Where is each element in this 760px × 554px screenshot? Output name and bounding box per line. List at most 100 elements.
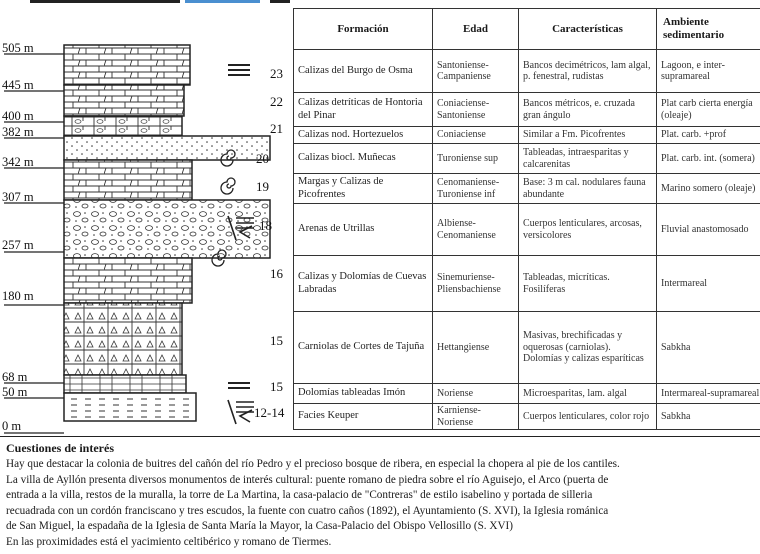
header-ambiente: Ambiente sedimentario [657, 9, 760, 50]
interest-section: Cuestiones de interés Hay que destacar l… [0, 436, 760, 554]
table-row: Facies Keuper Karniense- Noriense Cuerpo… [294, 404, 760, 430]
table-header-row: Formación Edad Características Ambiente … [294, 9, 760, 50]
table-row: Calizas nod. Hortezuelos Coniaciense Sim… [294, 127, 760, 144]
header-formacion: Formación [294, 9, 433, 50]
altitude-label: 445 m [2, 78, 34, 92]
layer-19 [64, 160, 192, 200]
cell-ambiente: Plat. carb. +prof [657, 127, 760, 144]
layer-21 [64, 116, 182, 136]
layer-16 [64, 258, 192, 303]
cell-ambiente: Marino somero (oleaje) [657, 174, 760, 204]
interest-line: de San Miguel, la espadaña de la Iglesia… [6, 519, 758, 535]
layer-number: 19 [256, 179, 269, 194]
layer-number: 18 [259, 218, 272, 233]
cell-caracteristicas: Similar a Fm. Picofrentes [519, 127, 657, 144]
interest-title: Cuestiones de interés [6, 441, 114, 456]
layer-number: 16 [270, 266, 284, 281]
cell-formacion: Calizas detríticas de Hontoria del Pinar [294, 93, 433, 127]
header-caracteristicas: Características [519, 9, 657, 50]
interest-line: La villa de Ayllón presenta diversos mon… [6, 473, 758, 489]
cell-ambiente: Sabkha [657, 312, 760, 384]
interest-body: Hay que destacar la colonia de buitres d… [6, 457, 758, 551]
cell-edad: Coniaciense [433, 127, 519, 144]
cross-bedding-icon [228, 400, 254, 424]
layer-number: 15 [270, 333, 283, 348]
altitude-label: 342 m [2, 155, 34, 169]
stratigraphic-column: 505 m 445 m 400 m 382 m 342 m 307 m 257 … [0, 0, 293, 436]
interest-line: entrada a la villa, restos de la muralla… [6, 488, 758, 504]
layer-number: 23 [270, 66, 283, 81]
interest-line: recuadrada con un cordón franciscano y t… [6, 504, 758, 520]
altitude-label: 180 m [2, 289, 34, 303]
cell-formacion: Dolomías tableadas Imón [294, 384, 433, 404]
table-row: Calizas del Burgo de Osma Santoniense- C… [294, 50, 760, 93]
cell-formacion: Arenas de Utrillas [294, 204, 433, 256]
altitude-label: 400 m [2, 109, 34, 123]
cell-caracteristicas: Base: 3 m cal. nodulares fauna abundante [519, 174, 657, 204]
altitude-label: 257 m [2, 238, 34, 252]
cell-edad: Coniaciense- Santoniense [433, 93, 519, 127]
cell-edad: Sinemuriense- Pliensbachiense [433, 256, 519, 312]
cell-formacion: Calizas biocl. Muñecas [294, 144, 433, 174]
layer-15-imon [64, 375, 186, 393]
stratification-symbol [228, 383, 250, 388]
cell-formacion: Calizas nod. Hortezuelos [294, 127, 433, 144]
layer-20-sand [64, 136, 270, 160]
table-row: Calizas biocl. Muñecas Turoniense sup Ta… [294, 144, 760, 174]
cell-edad: Albiense- Cenomaniense [433, 204, 519, 256]
cell-edad: Turoniense sup [433, 144, 519, 174]
cell-caracteristicas: Cuerpos lenticulares, color rojo [519, 404, 657, 430]
header-edad: Edad [433, 9, 519, 50]
table-row: Dolomías tableadas Imón Noriense Microes… [294, 384, 760, 404]
layer-number: 21 [270, 121, 283, 136]
cell-formacion: Calizas del Burgo de Osma [294, 50, 433, 93]
table-row: Carniolas de Cortes de Tajuña Hettangien… [294, 312, 760, 384]
cell-ambiente: Intermareal-supramareal [657, 384, 760, 404]
table-row: Calizas y Dolomías de Cuevas Labradas Si… [294, 256, 760, 312]
cell-caracteristicas: Masivas, brechificadas y oquerosas (carn… [519, 312, 657, 384]
cell-caracteristicas: Cuerpos lenticulares, arcosas, versicolo… [519, 204, 657, 256]
cell-formacion: Calizas y Dolomías de Cuevas Labradas [294, 256, 433, 312]
cell-ambiente: Plat carb cierta energía (oleaje) [657, 93, 760, 127]
layer-number: 20 [256, 151, 269, 166]
layer-15-carniola [64, 303, 182, 375]
cell-caracteristicas: Bancos métricos, e. cruzada gran ángulo [519, 93, 657, 127]
cell-edad: Cenomaniense- Turoniense inf [433, 174, 519, 204]
cell-caracteristicas: Tableadas, intraesparitas y calcarenitas [519, 144, 657, 174]
layer-number: 12-14 [254, 405, 285, 420]
cell-edad: Santoniense- Campaniense [433, 50, 519, 93]
interest-line: Hay que destacar la colonia de buitres d… [6, 457, 758, 473]
cell-formacion: Carniolas de Cortes de Tajuña [294, 312, 433, 384]
layer-18 [64, 200, 270, 258]
layer-12-14 [64, 393, 196, 421]
cell-ambiente: Fluvial anastomosado [657, 204, 760, 256]
formation-table: Formación Edad Características Ambiente … [293, 8, 760, 430]
cell-formacion: Facies Keuper [294, 404, 433, 430]
table-row: Margas y Calizas de Picofrentes Cenomani… [294, 174, 760, 204]
table-row: Arenas de Utrillas Albiense- Cenomaniens… [294, 204, 760, 256]
altitude-label: 0 m [2, 419, 21, 433]
cell-edad: Hettangiense [433, 312, 519, 384]
cell-ambiente: Sabkha [657, 404, 760, 430]
altitude-label: 307 m [2, 190, 34, 204]
altitude-label: 68 m [2, 370, 28, 384]
layer-number: 22 [270, 94, 283, 109]
layer-22 [64, 85, 184, 116]
fossil-shell-icon [221, 178, 235, 194]
cell-ambiente: Lagoon, e inter- supramareal [657, 50, 760, 93]
altitude-label: 505 m [2, 41, 34, 55]
cell-formacion: Margas y Calizas de Picofrentes [294, 174, 433, 204]
cell-edad: Noriense [433, 384, 519, 404]
layer-number: 15 [270, 379, 283, 394]
stratification-symbol [228, 65, 250, 75]
cell-caracteristicas: Tableadas, micríticas. Fosilíferas [519, 256, 657, 312]
interest-line: En las proximidades está el yacimiento c… [6, 535, 758, 551]
cell-caracteristicas: Microesparitas, lam. algal [519, 384, 657, 404]
altitude-label: 50 m [2, 385, 28, 399]
cell-edad: Karniense- Noriense [433, 404, 519, 430]
table-row: Calizas detríticas de Hontoria del Pinar… [294, 93, 760, 127]
cell-ambiente: Plat. carb. int. (somera) [657, 144, 760, 174]
altitude-label: 382 m [2, 125, 34, 139]
cell-ambiente: Intermareal [657, 256, 760, 312]
cell-caracteristicas: Bancos decimétricos, lam algal, p. fenes… [519, 50, 657, 93]
